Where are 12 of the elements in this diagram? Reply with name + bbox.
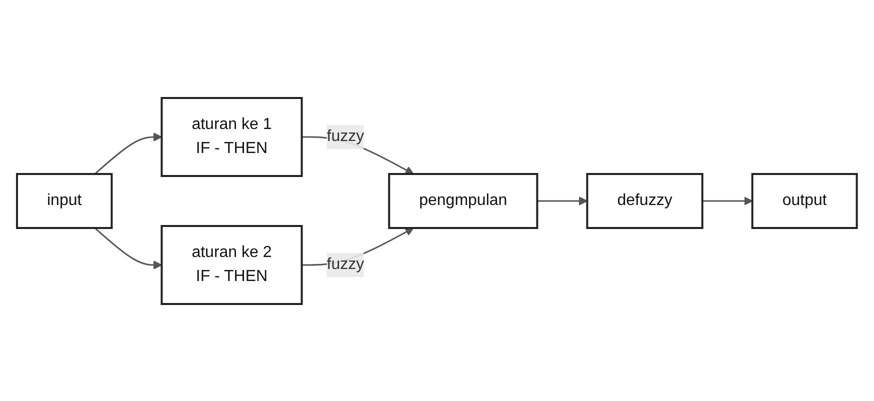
arrow [94, 132, 162, 174]
node-box: input [16, 172, 113, 228]
edge-label: fuzzy [326, 128, 364, 144]
node-box: aturan ke 1 IF - THEN [160, 96, 303, 176]
node-box: output [751, 172, 858, 228]
node-box: defuzzy [586, 172, 704, 228]
arrow [537, 196, 588, 205]
node-box: aturan ke 2 IF - THEN [160, 224, 303, 304]
arrow [702, 196, 753, 205]
arrow [94, 226, 162, 269]
edge-label: fuzzy [326, 256, 364, 272]
node-box: pengmpulan [388, 172, 538, 228]
